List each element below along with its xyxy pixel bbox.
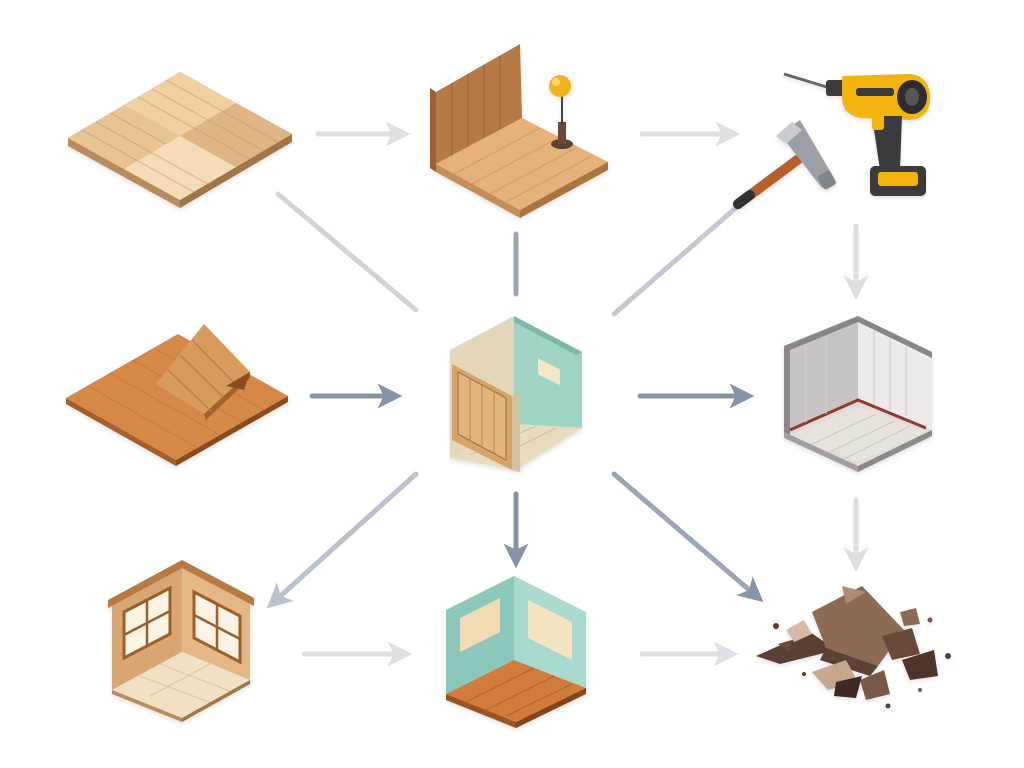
window-left-icon [122,585,172,661]
lamp-icon [549,75,573,149]
hammer-icon [733,120,836,209]
edges [266,121,869,667]
edge-room-to-windowroom [266,471,419,609]
drill-and-hammer-icon [733,72,930,209]
edge-plank-to-room [275,191,419,313]
wall-corner-lamp-icon [430,44,608,218]
window-room-icon [108,560,254,722]
drill-icon [783,72,930,196]
window-right-icon [192,589,242,665]
teal-room-icon [446,576,586,728]
rubble-debris-icon [756,586,951,709]
edge-tools-to-room [611,203,741,317]
edge-room-to-rubble [611,471,764,603]
gray-room-icon [784,316,932,472]
isometric-room-icon [450,316,582,472]
room-front-panel [452,364,512,470]
wood-plank-floor-icon [68,72,292,208]
floor-ramp-icon [66,324,288,466]
